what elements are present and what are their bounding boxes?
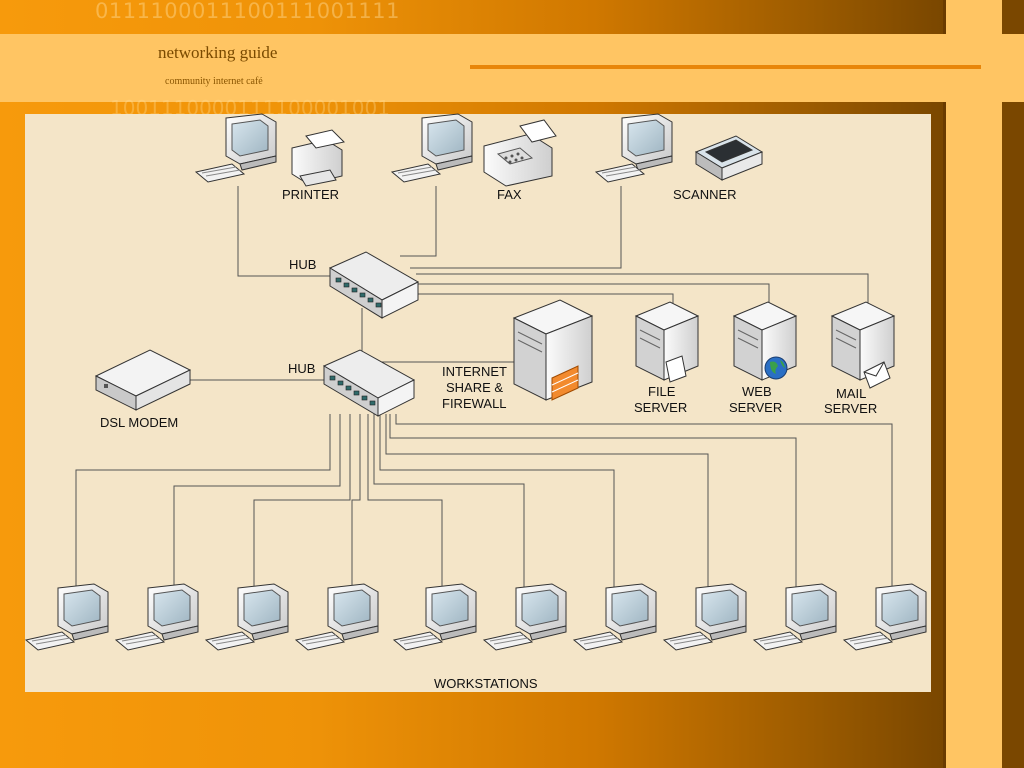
keyboard-icon xyxy=(573,631,623,651)
decor-stripe xyxy=(943,0,946,768)
computer-icon xyxy=(605,583,657,641)
label-dsl-modem: DSL MODEM xyxy=(100,415,178,430)
keyboard-icon xyxy=(393,631,443,651)
keyboard-icon xyxy=(843,631,893,651)
label-file-line1: FILE xyxy=(648,384,676,399)
hub-icon xyxy=(328,251,420,319)
computer-icon xyxy=(621,113,673,171)
label-web-line1: WEB xyxy=(742,384,772,399)
label-workstations: WORKSTATIONS xyxy=(434,676,538,691)
keyboard-icon xyxy=(391,163,441,183)
globe-icon xyxy=(764,356,788,380)
label-hub-top: HUB xyxy=(289,257,316,272)
computer-icon xyxy=(695,583,747,641)
keyboard-icon xyxy=(663,631,713,651)
computer-icon xyxy=(785,583,837,641)
computer-icon xyxy=(875,583,927,641)
computer-icon xyxy=(225,113,277,171)
computer-icon xyxy=(515,583,567,641)
server-icon xyxy=(512,299,594,401)
server-icon xyxy=(830,301,896,381)
dsl-modem-icon xyxy=(94,349,192,411)
computer-icon xyxy=(147,583,199,641)
computer-icon xyxy=(327,583,379,641)
computer-icon xyxy=(57,583,109,641)
fax-icon xyxy=(483,119,557,187)
keyboard-icon xyxy=(295,631,345,651)
workstation-row xyxy=(25,583,927,651)
keyboard-icon xyxy=(205,631,255,651)
label-fax: FAX xyxy=(497,187,522,202)
keyboard-icon xyxy=(483,631,533,651)
label-mail-line2: SERVER xyxy=(824,401,877,416)
label-web-line2: SERVER xyxy=(729,400,782,415)
slide-title: networking guide xyxy=(158,43,278,62)
binary-decoration: 0111100011100111001111 xyxy=(95,0,400,23)
keyboard-icon xyxy=(753,631,803,651)
connection-lines xyxy=(75,186,893,588)
envelope-icon xyxy=(863,361,891,389)
computer-icon xyxy=(237,583,289,641)
slide-subtitle: community internet café xyxy=(165,76,263,87)
keyboard-icon xyxy=(115,631,165,651)
computer-icon xyxy=(425,583,477,641)
server-icon xyxy=(634,301,700,383)
decor-stripe xyxy=(946,0,1002,768)
label-scanner: SCANNER xyxy=(673,187,737,202)
label-printer: PRINTER xyxy=(282,187,339,202)
label-internet-line1: INTERNET xyxy=(442,364,507,379)
hub-icon xyxy=(322,349,416,417)
scanner-icon xyxy=(694,135,764,181)
keyboard-icon xyxy=(25,631,75,651)
label-hub-bottom: HUB xyxy=(288,361,315,376)
label-internet-line2: SHARE & xyxy=(446,380,503,395)
title-rule xyxy=(470,65,981,69)
label-file-line2: SERVER xyxy=(634,400,687,415)
keyboard-icon xyxy=(195,163,245,183)
printer-icon xyxy=(291,129,346,187)
label-internet-line3: FIREWALL xyxy=(442,396,507,411)
label-mail-line1: MAIL xyxy=(836,386,866,401)
computer-icon xyxy=(421,113,473,171)
decor-stripe xyxy=(1002,0,1024,768)
